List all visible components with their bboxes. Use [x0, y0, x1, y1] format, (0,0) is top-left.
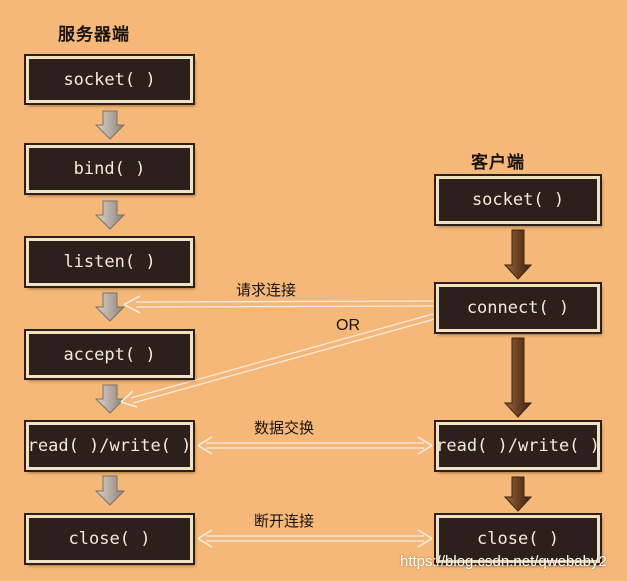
client-flow-arrow-3 — [503, 476, 533, 512]
client-flow-arrow-1 — [503, 229, 533, 280]
client-close-box: close( ) — [436, 515, 600, 563]
data-exchange-label: 数据交换 — [254, 419, 315, 437]
server-flow-arrow-4 — [94, 384, 126, 414]
or-label: OR — [336, 317, 360, 334]
server-flow-arrow-5 — [94, 475, 126, 506]
request-connection-label: 请求连接 — [236, 281, 297, 299]
client-heading: 客户端 — [471, 153, 525, 173]
server-socket-box: socket( ) — [26, 56, 193, 103]
server-flow-arrow-3 — [94, 292, 126, 322]
connect-request-arrow — [123, 295, 434, 314]
data-exchange-arrow — [197, 436, 433, 455]
server-listen-box: listen( ) — [26, 238, 193, 286]
client-connect-box: connect( ) — [436, 284, 600, 332]
watermark: https://blog.csdn.net/qwebaby2 — [400, 553, 607, 570]
server-flow-arrow-2 — [94, 200, 126, 230]
server-read-write-box: read( )/write( ) — [26, 422, 193, 470]
server-close-box: close( ) — [26, 515, 193, 563]
server-flow-arrow-1 — [94, 110, 126, 140]
server-accept-box: accept( ) — [26, 331, 193, 378]
or-arrow — [120, 313, 436, 408]
client-flow-arrow-2 — [503, 337, 533, 418]
client-read-write-box: read( )/write( ) — [436, 422, 600, 470]
disconnect-arrow — [197, 529, 433, 548]
server-bind-box: bind( ) — [26, 145, 193, 193]
server-heading: 服务器端 — [58, 25, 130, 45]
client-socket-box: socket( ) — [436, 176, 600, 224]
disconnect-label: 断开连接 — [254, 512, 315, 530]
